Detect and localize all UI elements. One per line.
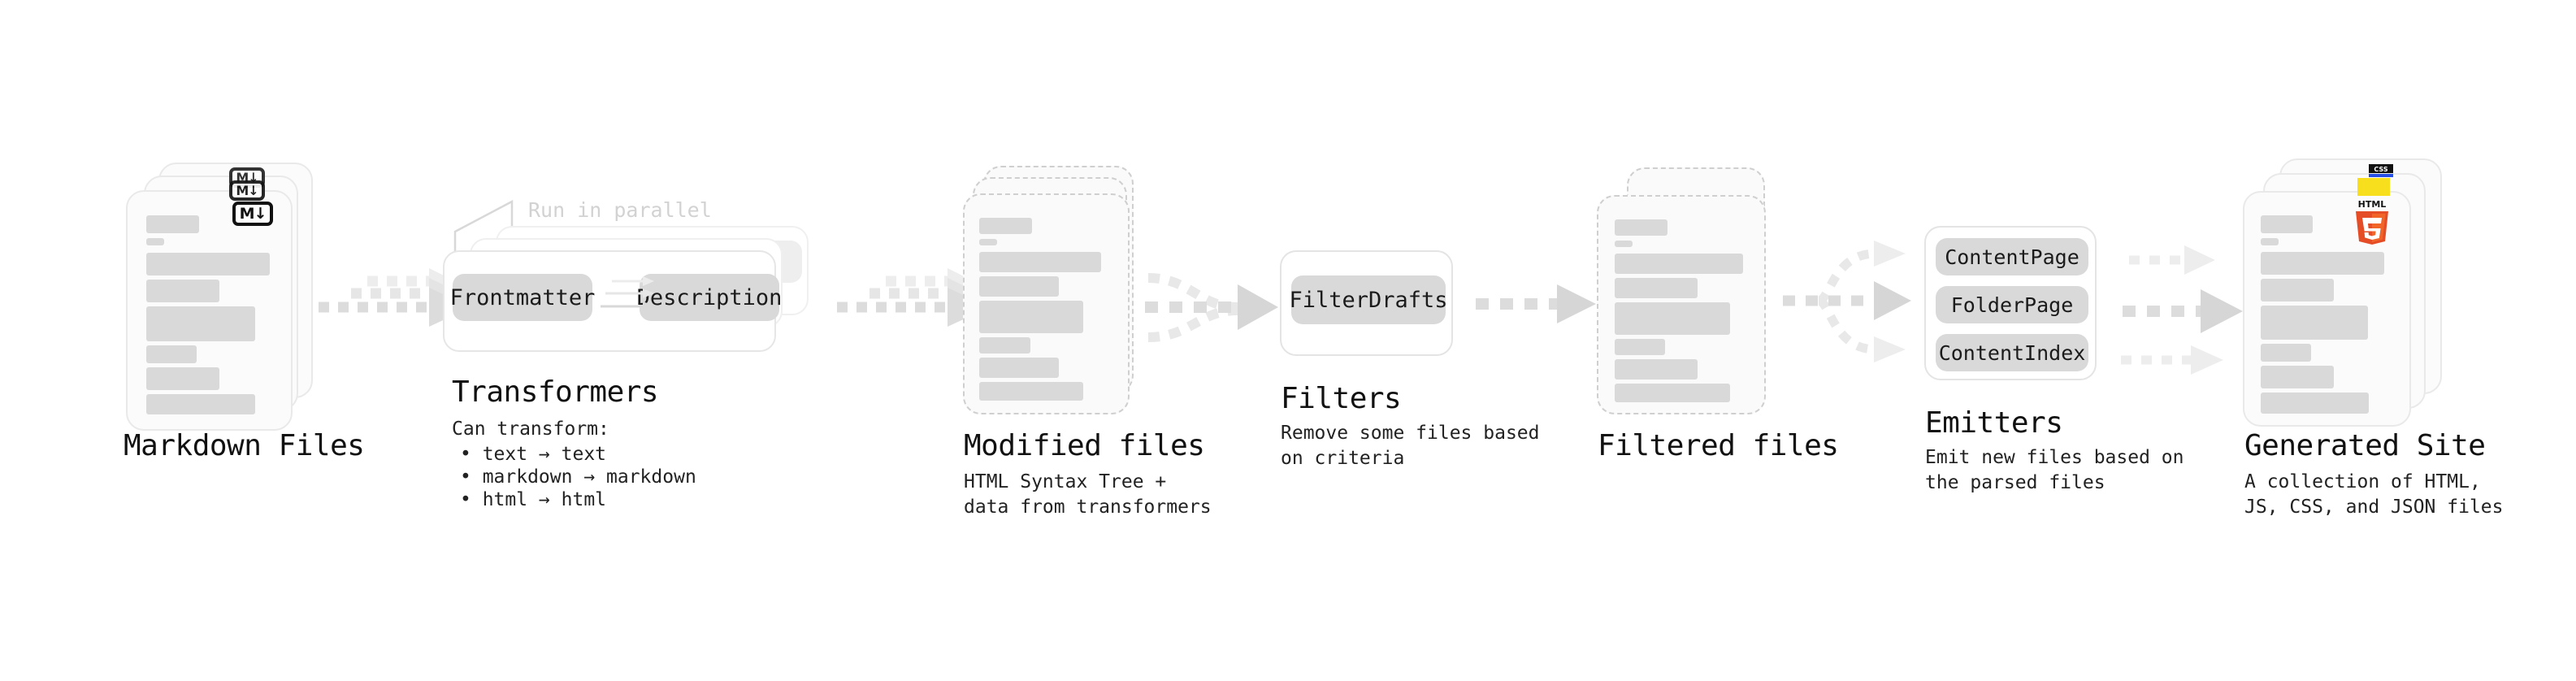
transformers-title: Transformers <box>452 375 659 409</box>
transformer-pill-description[interactable]: Description <box>637 274 782 321</box>
emitter-pill-folderpage[interactable]: FolderPage <box>1936 286 2088 323</box>
markdown-icon-glyph: M↓ <box>236 183 258 198</box>
skeleton-line <box>1615 339 1665 355</box>
svg-text:HTML: HTML <box>2358 199 2387 210</box>
skeleton-line <box>146 280 219 302</box>
transformers-bullet-1: • markdown → markdown <box>460 466 696 488</box>
skeleton-line <box>979 382 1083 401</box>
skeleton-line <box>979 276 1059 297</box>
skeleton-line <box>1615 384 1730 402</box>
filter-pill-filterdrafts[interactable]: FilterDrafts <box>1289 275 1448 324</box>
html5-icon: HTML <box>2356 199 2388 245</box>
transformer-pill-frontmatter[interactable]: Frontmatter <box>450 274 595 321</box>
generated-site-card-html <box>2243 191 2411 427</box>
skeleton-line <box>146 253 270 275</box>
modified-file-card-front <box>963 193 1130 414</box>
skeleton-line <box>146 215 199 233</box>
arrow-emitters-to-site <box>2121 245 2243 375</box>
skeleton-line <box>979 239 997 245</box>
transformer-panel-front: Frontmatter Description <box>443 250 782 352</box>
filters-title: Filters <box>1281 382 1402 415</box>
run-in-parallel-label: Run in parallel <box>528 198 712 222</box>
generated-site-stack: CSS HTML <box>2243 158 2462 435</box>
skeleton-line <box>146 345 197 363</box>
filtered-files-title: Filtered files <box>1598 429 1839 462</box>
modified-files-subtitle: HTML Syntax Tree + data from transformer… <box>964 471 1212 518</box>
skeleton-line <box>146 394 255 414</box>
modified-files-title: Modified files <box>964 429 1205 462</box>
skeleton-line <box>979 301 1083 333</box>
skeleton-line <box>979 252 1101 272</box>
css-icon: CSS <box>2369 164 2393 177</box>
filter-pill-filterdrafts-label: FilterDrafts <box>1289 287 1448 313</box>
skeleton-line <box>2261 238 2279 245</box>
emitters-box: ContentPage FolderPage ContentIndex <box>1924 226 2097 380</box>
arrow-modified-to-filters <box>1145 273 1278 342</box>
transformers-bullet-2: • html → html <box>460 489 607 510</box>
emitters-subtitle: Emit new files based on the parsed files <box>1925 447 2184 493</box>
generated-site-subtitle: A collection of HTML, JS, CSS, and JSON … <box>2244 471 2504 518</box>
transformers-bullet-0: • text → text <box>460 444 607 465</box>
skeleton-line <box>2261 393 2369 414</box>
transformer-inner-arrows <box>601 276 656 311</box>
skeleton-line <box>1615 359 1698 380</box>
filtered-files-stack <box>1597 163 1784 431</box>
skeleton-line <box>2261 344 2311 362</box>
skeleton-line <box>1615 219 1667 236</box>
markdown-files-stack: M↓ M↓ M↓ <box>126 163 313 431</box>
skeleton-line <box>2261 306 2368 340</box>
transformers-stack: Frontmatter Description <box>443 226 825 364</box>
emitter-pill-contentindex-label: ContentIndex <box>1938 340 2086 365</box>
emitter-pill-contentpage-label: ContentPage <box>1945 245 2079 269</box>
emitter-pill-contentindex[interactable]: ContentIndex <box>1936 334 2088 371</box>
transformer-pill-description-label: Description <box>636 284 783 310</box>
transformer-pill-frontmatter-label: Frontmatter <box>449 284 596 310</box>
skeleton-line <box>146 306 255 341</box>
run-in-parallel-bracket <box>453 199 514 258</box>
skeleton-line <box>979 337 1030 354</box>
skeleton-line <box>146 238 164 245</box>
skeleton-line <box>2261 252 2384 275</box>
emitters-title: Emitters <box>1925 406 2063 440</box>
emitter-pill-contentpage[interactable]: ContentPage <box>1936 238 2088 275</box>
emitter-pill-folderpage-label: FolderPage <box>1950 293 2074 317</box>
filters-subtitle: Remove some files based on criteria <box>1281 423 1540 469</box>
arrow-filters-to-filtered <box>1476 284 1596 323</box>
filters-box: FilterDrafts <box>1280 250 1453 356</box>
skeleton-line <box>1615 302 1730 335</box>
markdown-files-title: Markdown Files <box>124 429 365 462</box>
arrow-filtered-to-emitters <box>1783 241 1911 362</box>
transformers-subtitle: Can transform: <box>452 419 609 440</box>
skeleton-line <box>1615 278 1698 298</box>
skeleton-line <box>1615 254 1743 274</box>
skeleton-line <box>2261 366 2334 388</box>
skeleton-line <box>1615 241 1633 247</box>
skeleton-line <box>2261 279 2334 301</box>
js-icon <box>2357 178 2390 196</box>
skeleton-line <box>146 367 219 390</box>
markdown-icon: M↓ <box>232 202 273 226</box>
modified-files-stack <box>963 163 1150 431</box>
filtered-file-card-front <box>1597 195 1766 414</box>
skeleton-line <box>979 218 1032 234</box>
skeleton-line <box>979 358 1059 378</box>
svg-text:CSS: CSS <box>2374 166 2387 173</box>
generated-site-title: Generated Site <box>2244 429 2486 462</box>
markdown-icon: M↓ <box>229 180 265 201</box>
skeleton-line <box>2261 215 2313 233</box>
markdown-file-card-front <box>126 190 293 431</box>
markdown-icon-glyph: M↓ <box>239 205 267 223</box>
